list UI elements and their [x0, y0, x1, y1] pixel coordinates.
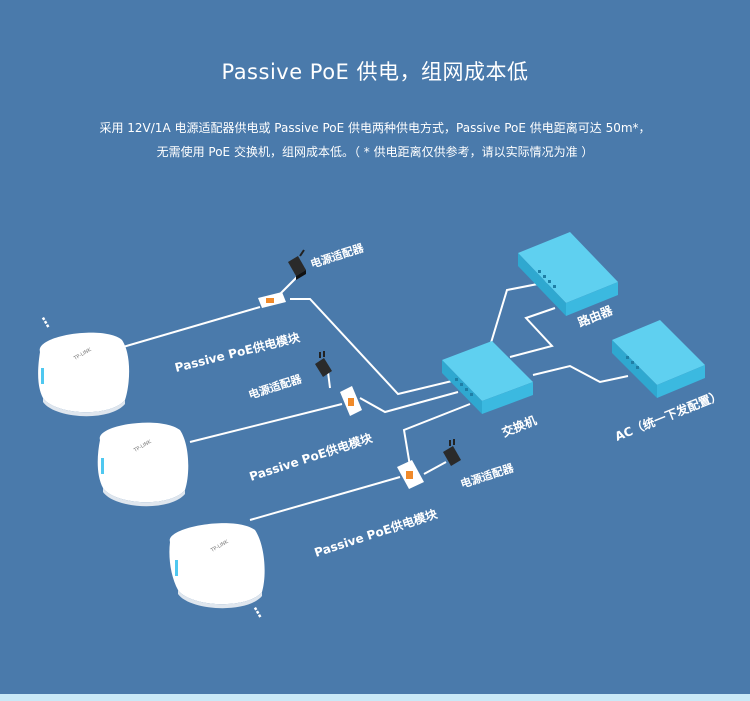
router-device: [518, 232, 618, 316]
description-line-2: 无需使用 PoE 交换机，组网成本低。（ * 供电距离仅供参考，请以实际情况为准…: [156, 145, 594, 159]
switch-front: [442, 360, 482, 414]
label-adapter-3: 电源适配器: [459, 460, 517, 491]
access-point-1: TP-LINK: [38, 332, 130, 417]
ellipsis-bottom: ⋮: [248, 603, 268, 624]
poe-module-2: [340, 386, 362, 416]
switch-top: [442, 341, 533, 401]
cable-switch-ac: [532, 364, 629, 384]
ellipsis-top: ⋮: [36, 313, 56, 334]
ap1-led: [41, 368, 44, 384]
poe-module-3: [397, 460, 424, 489]
cable-module2-adapter2: [327, 371, 331, 389]
cable-switch-router-2: [509, 307, 556, 358]
label-ac: AC（统一下发配置）: [613, 387, 724, 444]
poe-module-1: [258, 292, 286, 308]
label-poe-module-3: Passive PoE供电模块: [312, 506, 440, 560]
switch-side: [482, 382, 533, 414]
ac-device: [612, 320, 705, 398]
label-switch: 交换机: [500, 412, 539, 439]
ac-ports: [626, 356, 639, 369]
label-poe-module-1: Passive PoE供电模块: [173, 329, 302, 375]
router-top: [518, 232, 618, 303]
ac-top: [612, 320, 705, 385]
router-front: [518, 253, 566, 316]
ap2-led: [101, 458, 104, 474]
cable-module2-switch: [359, 391, 459, 414]
bottom-strip: [0, 694, 750, 701]
cable-ap1-module1: [122, 306, 261, 348]
power-adapter-1: [288, 249, 306, 280]
cable-ap2-module2: [189, 403, 343, 443]
page-title: Passive PoE 供电，组网成本低: [221, 60, 529, 84]
cable-module3-adapter3: [423, 461, 447, 475]
label-poe-module-2: Passive PoE供电模块: [247, 430, 375, 484]
ap3-led: [175, 560, 178, 576]
description-line-1: 采用 12V/1A 电源适配器供电或 Passive PoE 供电两种供电方式，…: [99, 121, 651, 135]
router-ports: [538, 270, 556, 288]
access-point-2: TP-LINK: [97, 422, 189, 507]
cables: [122, 275, 629, 521]
ac-side: [657, 365, 705, 398]
cable-ap3-module3: [249, 476, 401, 521]
cable-module1-switch: [290, 298, 453, 396]
switch-device: [442, 341, 533, 414]
access-point-3: TP-LINK: [169, 523, 265, 609]
label-adapter-2: 电源适配器: [247, 371, 305, 402]
cable-switch-router: [486, 281, 549, 357]
power-adapter-2: [315, 351, 332, 377]
power-adapter-3: [443, 439, 461, 466]
ac-front: [612, 340, 657, 398]
cable-module3-switch: [402, 403, 471, 467]
label-adapter-1: 电源适配器: [309, 240, 367, 271]
switch-ports: [455, 378, 473, 396]
router-side: [566, 282, 618, 316]
